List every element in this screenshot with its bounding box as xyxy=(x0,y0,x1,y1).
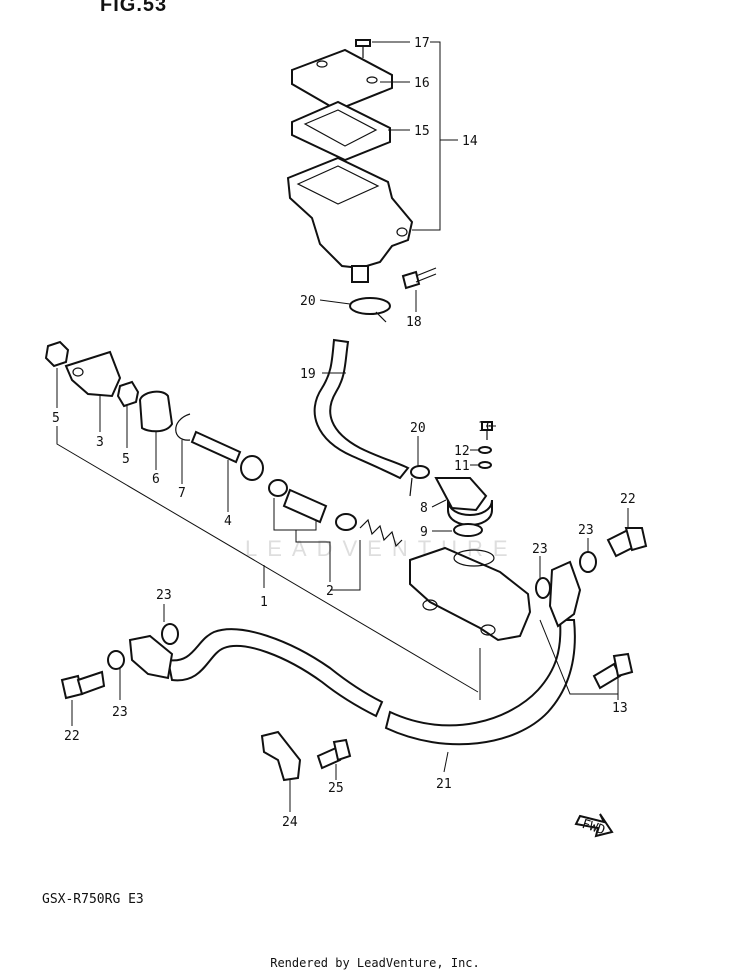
label-2: 2 xyxy=(326,584,334,599)
hose-clamp-20-lower[interactable] xyxy=(409,465,430,497)
piston-2[interactable] xyxy=(282,488,328,524)
banjo-fitting-right[interactable] xyxy=(548,560,582,628)
label-13: 13 xyxy=(612,701,628,716)
label-22-right: 22 xyxy=(620,492,636,507)
label-16: 16 xyxy=(414,76,430,91)
label-21: 21 xyxy=(436,777,452,792)
label-12: 12 xyxy=(454,444,470,459)
o-ring-9[interactable] xyxy=(453,523,483,537)
washer-11[interactable] xyxy=(478,461,492,469)
label-4: 4 xyxy=(224,514,232,529)
union-fitting-8[interactable] xyxy=(434,477,493,526)
master-cylinder-body[interactable] xyxy=(409,546,532,642)
reservoir-hose-19[interactable] xyxy=(313,338,410,480)
nut-5-top[interactable] xyxy=(44,340,70,368)
label-3: 3 xyxy=(96,435,104,450)
banjo-bolt-22-right[interactable] xyxy=(606,527,648,558)
screw-18[interactable] xyxy=(401,267,437,290)
label-15: 15 xyxy=(414,124,430,139)
banjo-bolt-22-left[interactable] xyxy=(60,670,106,700)
figure-title: FIG.53 xyxy=(100,0,168,16)
label-22-left: 22 xyxy=(64,729,80,744)
label-18: 18 xyxy=(406,315,422,330)
washer-23-right-b[interactable] xyxy=(579,551,597,573)
label-1: 1 xyxy=(260,595,268,610)
clevis-3[interactable] xyxy=(64,350,122,398)
leader-lines xyxy=(56,41,629,812)
hose-clamp-24[interactable] xyxy=(260,730,302,782)
brake-hose-left[interactable] xyxy=(166,628,384,718)
reservoir-body[interactable] xyxy=(286,156,414,283)
label-23-right: 23 xyxy=(578,523,594,538)
fwd-label: FWD xyxy=(580,817,607,839)
label-11: 11 xyxy=(454,459,470,474)
label-10: 10 xyxy=(478,420,494,435)
washer-23-left-a[interactable] xyxy=(107,650,125,670)
washer-12[interactable] xyxy=(478,446,492,454)
model-code: GSX-R750RG E3 xyxy=(42,892,144,907)
label-7: 7 xyxy=(178,486,186,501)
washer-23-right-a[interactable] xyxy=(535,577,551,599)
piston-cup[interactable] xyxy=(268,479,288,497)
footer-credit: Rendered by LeadVenture, Inc. xyxy=(270,956,480,970)
label-9: 9 xyxy=(420,525,428,540)
label-25: 25 xyxy=(328,781,344,796)
label-5-left: 5 xyxy=(52,411,60,426)
label-23-top-left: 23 xyxy=(156,588,172,603)
label-20-lower: 20 xyxy=(410,421,426,436)
hose-clamp-20-upper[interactable] xyxy=(349,297,391,323)
brake-hose-21[interactable] xyxy=(384,619,576,746)
nut-5-side[interactable] xyxy=(116,380,140,408)
reservoir-cap-16[interactable] xyxy=(291,48,393,112)
boot-6[interactable] xyxy=(138,390,174,433)
label-5-right: 5 xyxy=(122,452,130,467)
label-24: 24 xyxy=(282,815,298,830)
bolt-13[interactable] xyxy=(592,652,634,690)
label-14: 14 xyxy=(462,134,478,149)
bolt-25[interactable] xyxy=(316,738,352,770)
label-6: 6 xyxy=(152,472,160,487)
label-19: 19 xyxy=(300,367,316,382)
circlip-7[interactable] xyxy=(175,413,191,441)
label-20-upper: 20 xyxy=(300,294,316,309)
reservoir-screw-17[interactable] xyxy=(355,39,371,58)
washer-23-left-b[interactable] xyxy=(161,623,179,645)
push-rod-4[interactable] xyxy=(190,430,264,481)
label-23-left: 23 xyxy=(112,705,128,720)
label-23-mid: 23 xyxy=(532,542,548,557)
label-17: 17 xyxy=(414,36,430,51)
fwd-arrow-icon xyxy=(574,813,614,838)
primary-cup[interactable] xyxy=(335,513,357,531)
label-8: 8 xyxy=(420,501,428,516)
banjo-fitting-left[interactable] xyxy=(128,634,174,680)
reservoir-diaphragm-15[interactable] xyxy=(291,100,391,162)
return-spring[interactable] xyxy=(359,518,403,548)
